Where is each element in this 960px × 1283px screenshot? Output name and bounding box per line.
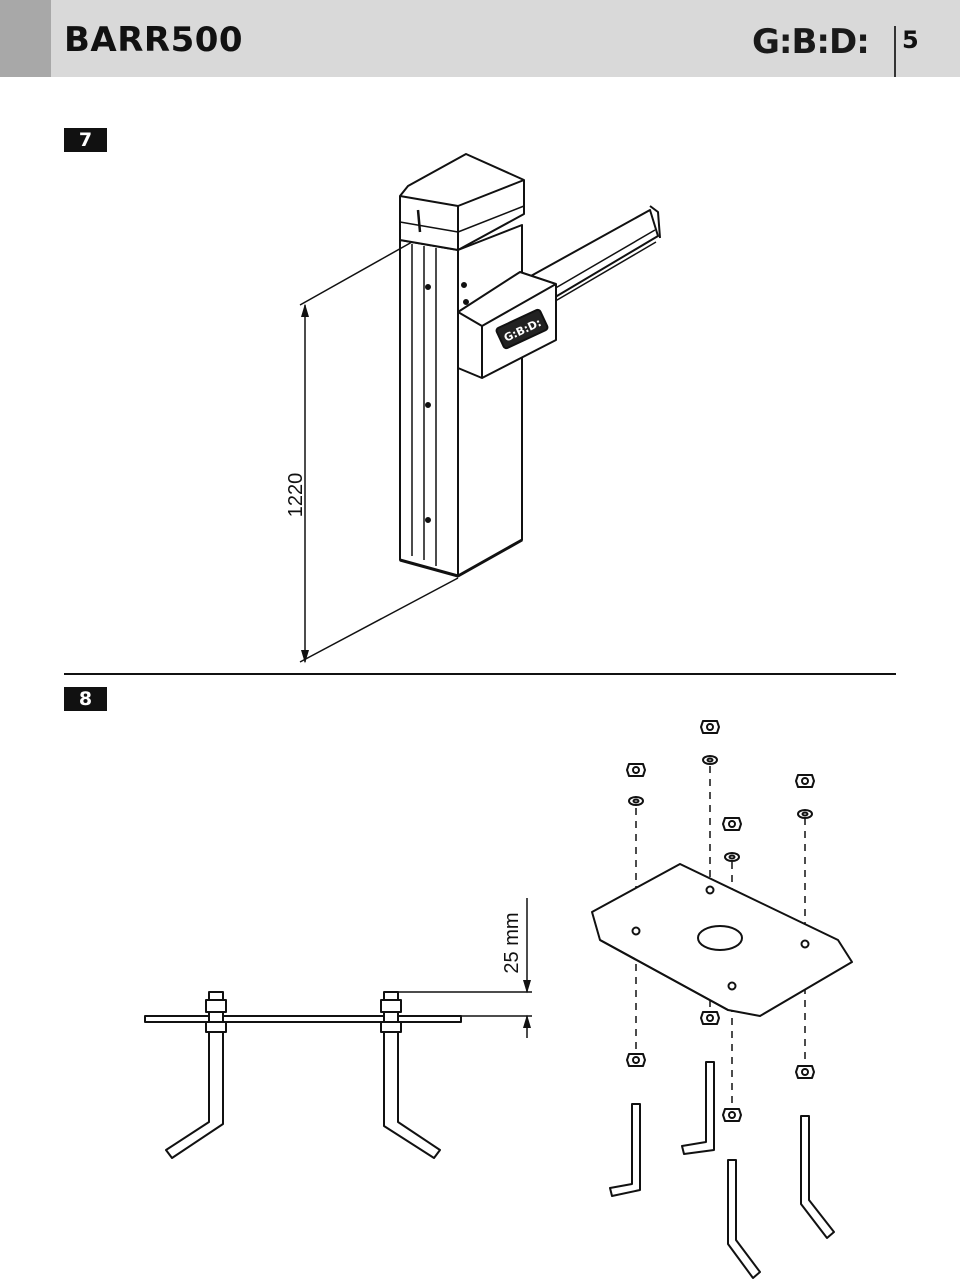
page-header: BARR500 G:B:D: 5	[0, 0, 960, 77]
barrier-cabinet-drawing: G:B:D:	[399, 153, 661, 578]
offset-dimension-value: 25 mm	[501, 912, 523, 973]
document-title: BARR500	[64, 20, 244, 60]
foundation-side-view	[144, 991, 462, 1159]
header-divider	[894, 26, 896, 77]
height-dimension-value: 1220	[285, 473, 307, 518]
section-divider	[64, 673, 896, 675]
header-side-block	[0, 0, 51, 77]
page-number: 5	[902, 26, 919, 54]
offset-dimension	[398, 898, 532, 1038]
foundation-exploded-view	[591, 720, 853, 1279]
figure-label-7: 7	[64, 128, 107, 152]
brand-logo: G:B:D:	[752, 22, 870, 62]
height-dimension	[299, 241, 459, 664]
figure-label-8: 8	[64, 687, 107, 711]
